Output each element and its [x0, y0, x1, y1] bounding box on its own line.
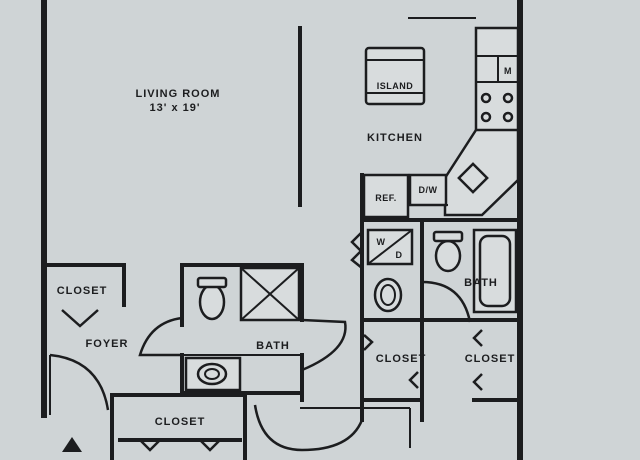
dryer-label: D — [396, 250, 403, 260]
burner-icon — [502, 111, 514, 123]
burner-icon — [480, 111, 492, 123]
sink-icon — [196, 362, 228, 386]
right-bath-fixtures — [253, 228, 518, 452]
dishwasher-label: D/W — [419, 185, 438, 195]
foyer-closet-door — [61, 309, 99, 328]
entry-door-swing — [49, 353, 110, 411]
refrigerator-shape — [362, 173, 410, 219]
laundry-door-swing — [350, 231, 363, 253]
labels: LIVING ROOM 13' x 19' ISLAND KITCHEN REF… — [57, 66, 516, 428]
foyer-label: FOYER — [86, 338, 129, 350]
living-room-size: 13' x 19' — [150, 102, 201, 114]
kitchen-fixtures — [362, 17, 520, 219]
bath-door-swing — [421, 280, 472, 323]
tub-basin-shape — [478, 234, 512, 308]
bath-entry-curve — [138, 316, 183, 357]
closet-bottom-label: CLOSET — [155, 416, 206, 428]
island-shape — [364, 46, 426, 106]
sink-icon — [373, 277, 403, 313]
sink-icon — [457, 162, 489, 194]
closet-right-label: CLOSET — [465, 353, 516, 365]
toilet-icon — [434, 239, 462, 273]
entry-arrow-icon — [62, 437, 82, 452]
kitchen-label: KITCHEN — [367, 132, 423, 144]
toilet-icon — [198, 283, 226, 321]
bath-right-label: BATH — [464, 277, 498, 289]
hall-door-swing — [253, 404, 364, 452]
foyer-fixtures — [49, 309, 221, 452]
burner-icon — [480, 92, 492, 104]
laundry — [350, 228, 414, 269]
microwave-label: M — [504, 66, 512, 76]
island-label: ISLAND — [377, 81, 414, 91]
bath-center-label: BATH — [256, 340, 290, 352]
burner-icon — [502, 92, 514, 104]
closet-mid-label: CLOSET — [376, 353, 427, 365]
closet-foyer-label: CLOSET — [57, 285, 108, 297]
washer-label: W — [377, 237, 386, 247]
walls — [41, 0, 523, 460]
refrigerator-label: REF. — [375, 193, 397, 203]
center-bath-fixtures — [138, 266, 347, 392]
dishwasher-shape — [408, 173, 448, 207]
living-room-label: LIVING ROOM — [136, 88, 221, 100]
